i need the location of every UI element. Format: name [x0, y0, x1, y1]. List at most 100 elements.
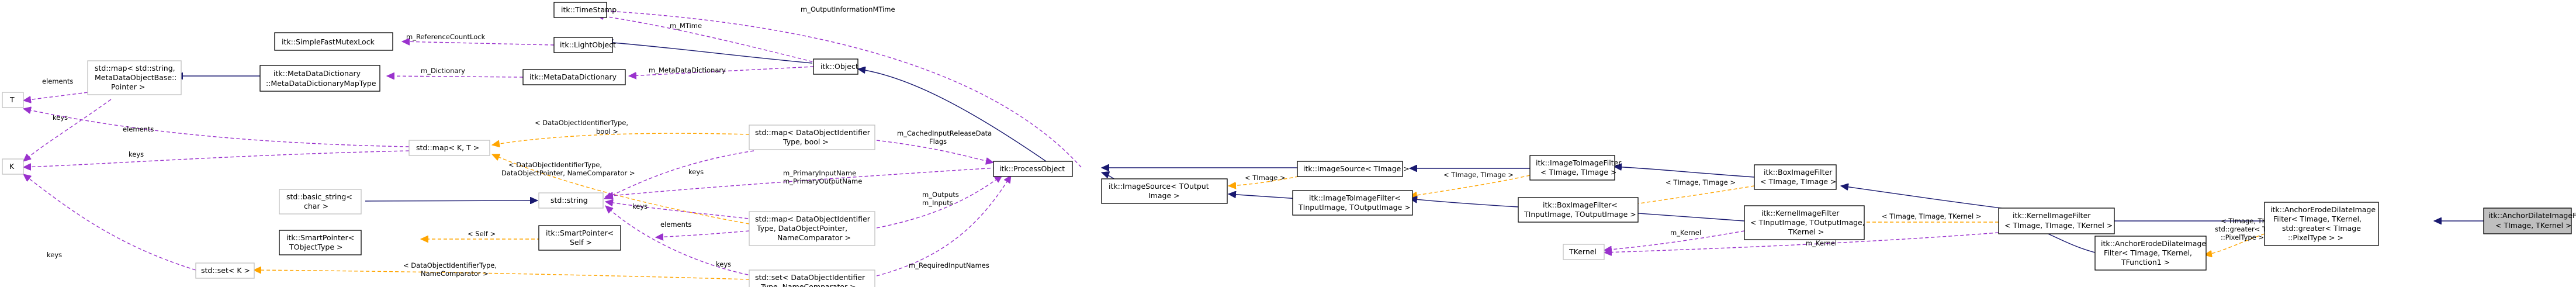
- node-label-kernel-image-filter-ttk: itk::KernelImageFilter< TImage, TImage, …: [2004, 211, 2113, 230]
- node-std-set-k[interactable]: std::set< K >: [195, 262, 255, 279]
- edge-string-keys-set: keys: [605, 206, 754, 276]
- node-kernel-image-filter-ttk[interactable]: itk::KernelImageFilter< TImage, TImage, …: [1998, 208, 2115, 234]
- edge-kernel-inout: m_Kernel: [1604, 229, 1745, 250]
- node-label-itk-process-object: itk::ProcessObject: [999, 164, 1065, 173]
- edge-label-metadata-dictionary: m_MetaDataDictionary: [649, 66, 726, 74]
- node-std-basic-string[interactable]: std::basic_string<char >: [279, 189, 362, 215]
- node-std-map-meta[interactable]: std::map< std::string,MetaDataObjectBase…: [87, 60, 182, 95]
- edge-label-smartpointer-elements: elements: [660, 220, 691, 229]
- node-box-image-filter-tt[interactable]: itk::BoxImageFilter< TImage, TImage >: [1754, 164, 1837, 190]
- edge-label-string-keys-dataobj: keys: [632, 202, 648, 210]
- node-image-to-image-filter-tt[interactable]: itk::ImageToImageFilter< TImage, TImage …: [1529, 155, 1622, 181]
- edge-set-template: < DataObjectIdentifierType,NameComparato…: [254, 261, 750, 280]
- edge-label-t-elements-meta: elements: [42, 77, 73, 85]
- node-label-std-map-kt: std::map< K, T >: [416, 143, 479, 152]
- edge-imagetoimage-to-box: [1614, 167, 1755, 178]
- node-metadata-dictionary[interactable]: itk::MetaDataDictionary: [522, 69, 626, 85]
- node-label-box-image-filter-tt: itk::BoxImageFilter< TImage, TImage >: [1760, 168, 1836, 186]
- node-metadata-dictionary-maptype[interactable]: itk::MetaDataDictionary::MetaDataDiction…: [259, 65, 380, 92]
- node-label-kernel-image-filter-inout: itk::KernelImageFilter< TInputImage, TOu…: [1750, 209, 1865, 236]
- node-label-smart-pointer-tobject: itk::SmartPointer<TObjectType >: [286, 233, 354, 251]
- node-std-string[interactable]: std::string: [538, 192, 604, 209]
- edge-label-string-keys-set: keys: [716, 260, 731, 268]
- edge-label-kernel-template: < TImage, TImage, TKernel >: [1882, 212, 1981, 220]
- node-label-anchor-dilate-image-filter: itk::AnchorDilateImageFilter< TImage, TK…: [2488, 211, 2576, 230]
- node-label-image-to-image-filter-inout: itk::ImageToImageFilter<TInputImage, TOu…: [1298, 193, 1411, 212]
- edge-smartpointer-template: < Self >: [421, 230, 541, 239]
- edge-label-kernel-inout: m_Kernel: [1670, 229, 1701, 237]
- node-label-simple-fast-mutex-lock: itk::SimpleFastMutexLock: [282, 37, 375, 46]
- edge-label-kt-to-dataobj: < DataObjectIdentifierType,DataObjectPoi…: [501, 161, 635, 177]
- edge-kt-to-bool: < DataObjectIdentifierType,bool >: [492, 119, 750, 145]
- node-smart-pointer-tobject[interactable]: itk::SmartPointer<TObjectType >: [279, 230, 362, 255]
- edge-string-keys-dataobj: keys: [605, 202, 754, 220]
- node-tkernel[interactable]: TKernel: [1563, 244, 1605, 260]
- edge-label-imagetoimage-template: < TImage, TImage >: [1443, 171, 1514, 179]
- edge-label-output-information-mtime: m_OutputInformationMTime: [801, 5, 895, 13]
- edge-label-smartpointer-template: < Self >: [468, 230, 496, 238]
- node-label-t: T: [9, 95, 15, 104]
- edge-basicstring-to-string: [365, 200, 538, 201]
- edge-required-input-names: m_RequiredInputNames: [876, 175, 1011, 276]
- edge-label-dictionary: m_Dictionary: [421, 67, 465, 75]
- edge-label-kernel-ttk: m_Kernel: [1806, 239, 1837, 247]
- node-anchor-dilate-image-filter[interactable]: itk::AnchorDilateImageFilter< TImage, TK…: [2483, 208, 2576, 234]
- edge-mtime: m_MTime: [596, 15, 819, 64]
- node-image-to-image-filter-inout[interactable]: itk::ImageToImageFilter<TInputImage, TOu…: [1292, 190, 1413, 216]
- edge-box-template: < TImage, TImage >: [1614, 178, 1755, 208]
- node-t[interactable]: T: [2, 92, 24, 108]
- edge-t-elements-meta: elements: [23, 77, 88, 101]
- node-label-std-basic-string: std::basic_string<char >: [286, 192, 352, 210]
- edge-label-reference-count-lock: m_ReferenceCountLock: [406, 33, 486, 41]
- edge-lightobject-to-object: [605, 42, 813, 64]
- edge-imagesource-out-to-imagetoimage: [1228, 194, 1299, 199]
- node-image-source-timage[interactable]: itk::ImageSource< TImage >: [1297, 161, 1410, 177]
- edge-imagetoimage-template: < TImage, TImage >: [1410, 171, 1531, 196]
- node-label-itk-object: itk::Object: [820, 62, 858, 71]
- node-smart-pointer-self[interactable]: itk::SmartPointer<Self >: [538, 225, 621, 251]
- node-itk-light-object[interactable]: itk::LightObject: [553, 37, 616, 53]
- edge-label-set-template: < DataObjectIdentifierType,NameComparato…: [403, 261, 497, 278]
- edge-label-box-template: < TImage, TImage >: [1666, 178, 1736, 186]
- node-itk-process-object[interactable]: itk::ProcessObject: [993, 161, 1073, 177]
- edge-k-keys-set: keys: [23, 174, 196, 271]
- edge-label-required-input-names: m_RequiredInputNames: [909, 261, 989, 269]
- edge-label-k-keys-set: keys: [47, 251, 62, 259]
- node-label-std-string: std::string: [550, 196, 588, 205]
- edge-k-keys-kt: keys: [23, 150, 410, 167]
- node-label-std-map-meta: std::map< std::string,MetaDataObjectBase…: [95, 64, 176, 91]
- node-label-box-image-filter-inout: itk::BoxImageFilter<TInputImage, TOutput…: [1524, 200, 1636, 219]
- edge-label-mtime: m_MTime: [670, 22, 702, 30]
- edge-reference-count-lock: m_ReferenceCountLock: [402, 33, 555, 46]
- node-label-smart-pointer-self: itk::SmartPointer<Self >: [546, 229, 614, 247]
- node-box-image-filter-inout[interactable]: itk::BoxImageFilter<TInputImage, TOutput…: [1518, 197, 1639, 223]
- edge-label-imagesource-template: < TImage >: [1245, 174, 1286, 182]
- node-itk-object[interactable]: itk::Object: [813, 58, 858, 75]
- node-k[interactable]: K: [2, 158, 24, 175]
- node-simple-fast-mutex-lock[interactable]: itk::SimpleFastMutexLock: [274, 32, 393, 51]
- node-itk-timestamp[interactable]: itk::TimeStamp: [553, 2, 617, 18]
- edge-k-keys-meta: keys: [23, 99, 112, 161]
- node-std-map-kt[interactable]: std::map< K, T >: [408, 140, 490, 156]
- edge-t-elements-kt: elements: [23, 109, 410, 147]
- edge-smartpointer-elements: elements: [656, 220, 750, 237]
- edge-output-information-mtime: m_OutputInformationMTime: [598, 5, 1082, 168]
- edge-imagesource-template: < TImage >: [1228, 174, 1305, 186]
- node-kernel-image-filter-inout[interactable]: itk::KernelImageFilter< TInputImage, TOu…: [1744, 205, 1865, 240]
- edge-imagetoimage-out-to-box: [1410, 199, 1519, 208]
- node-label-k: K: [9, 162, 15, 171]
- edge-box-tt-to-kernel: [1841, 186, 2011, 210]
